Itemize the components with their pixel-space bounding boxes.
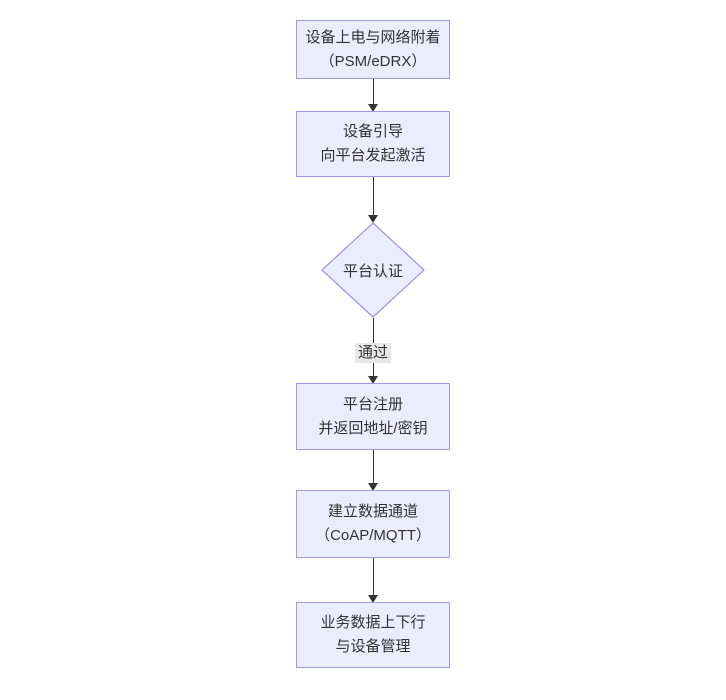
diamond-shape <box>321 222 425 318</box>
arrowhead-icon <box>368 595 378 603</box>
arrow-shaft <box>373 177 374 217</box>
node-label-line: （CoAP/MQTT） <box>315 527 431 544</box>
arrow-connector <box>368 450 379 491</box>
node-label-line: 与设备管理 <box>335 638 411 655</box>
node-label-line: 设备上电与网络附着 <box>305 28 441 46</box>
node-label-line: 设备引导 <box>342 123 403 140</box>
arrowhead-icon <box>368 104 378 112</box>
node-label-line: 平台注册 <box>342 395 403 413</box>
node-register: 平台注册 并返回地址/密钥 <box>296 383 450 450</box>
node-platform-auth: 平台认证 <box>321 222 425 318</box>
node-data-channel: 建立数据通道 （CoAP/MQTT） <box>296 490 450 558</box>
arrowhead-icon <box>368 215 378 223</box>
arrow-shaft <box>373 558 374 597</box>
node-label-line: 建立数据通道 <box>327 503 418 520</box>
node-label-line: 业务数据上下行 <box>320 614 426 631</box>
arrowhead-icon <box>368 483 378 491</box>
node-label-line: 并返回地址/密钥 <box>318 419 428 437</box>
arrow-connector <box>368 558 379 603</box>
arrow-shaft <box>373 79 374 106</box>
arrow-connector <box>368 177 379 223</box>
arrow-shaft <box>373 450 374 485</box>
node-label-line: 平台认证 <box>342 262 403 280</box>
arrowhead-icon <box>368 376 378 384</box>
arrow-connector <box>368 79 379 112</box>
edge-label-pass: 通过 <box>354 343 392 363</box>
node-label-line: （PSM/eDRX） <box>319 52 427 70</box>
node-bootstrap: 设备引导 向平台发起激活 <box>296 111 450 177</box>
node-power-on: 设备上电与网络附着 （PSM/eDRX） <box>296 20 450 79</box>
node-business-data: 业务数据上下行 与设备管理 <box>296 602 450 668</box>
node-label-line: 向平台发起激活 <box>320 147 426 164</box>
